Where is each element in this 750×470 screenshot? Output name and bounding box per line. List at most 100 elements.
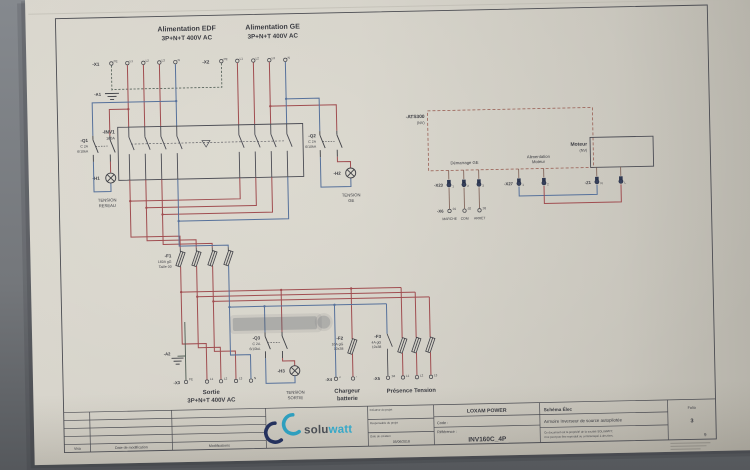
code-label: Code : [437, 421, 448, 425]
h1-caption2: RESEAU [99, 203, 116, 208]
h3-return-wire [265, 358, 296, 384]
rev-header-visa: Visa [74, 447, 81, 451]
h1-caption1: TENSION [98, 197, 117, 202]
genset-start-wires [448, 187, 480, 209]
h1-return-wire [92, 161, 112, 193]
q1-rating: C 2A [80, 144, 89, 148]
terminal-x2 [219, 57, 288, 64]
charger-caption1: Chargeur [334, 388, 361, 395]
doc-type: Schéma Élec [544, 405, 573, 413]
x2-pin-n: N [288, 56, 290, 60]
x3-pin-l3: L3 [239, 376, 243, 380]
soluwatt-logo: soluwatt [264, 412, 352, 444]
phase-junction-dots [127, 104, 353, 303]
ground-a1-label: -A1 [94, 92, 102, 97]
x6-label: -X6 [437, 209, 444, 214]
x27-pin-1: 1 [522, 183, 524, 187]
x2-pin-pe: PE [224, 57, 228, 61]
x2-label: -X2 [202, 59, 210, 64]
paper-sheet: Alimentation EDF 3P+N+T 400V AC Alimenta… [17, 0, 750, 470]
logo-swirl-teal [281, 412, 301, 436]
f3-label: -F3 [374, 334, 381, 339]
edf-neutral-wires [91, 64, 178, 136]
x1-pin-l2: L2 [146, 59, 150, 63]
rev-header-date: Date de modification [115, 445, 148, 450]
ge-phase-wires [236, 62, 338, 131]
field-creator-label: Créateur du projet [370, 407, 393, 411]
lamp-h2-icon [345, 167, 357, 179]
x3-pin-l2: L2 [224, 377, 228, 381]
motor-sublabel: (NV) [579, 149, 588, 153]
q3-breaking: 6/10kA [249, 347, 261, 351]
ats-zone-start: Démarrage GE [450, 160, 478, 166]
inv1-label: -INV1 [102, 129, 115, 135]
x4-label: -X4 [325, 377, 332, 382]
h2-caption1: TENSION [342, 192, 361, 197]
output-subtitle: 3P+N+T 400V AC [187, 397, 236, 404]
x4-pin-minus: - [356, 375, 358, 379]
field-creation-date-label: Date de création [370, 434, 391, 438]
field-creation-date-value: 05/06/2018 [393, 440, 410, 444]
inv1-rating: 160A [106, 136, 115, 140]
x6-caption-arret: ARRET [474, 216, 486, 220]
h1-label: -H1 [92, 176, 100, 181]
reference-value: INV160C_4P [468, 436, 507, 444]
f3-size: 10x38 [372, 345, 382, 349]
rev-header-modifications: Modifications [209, 444, 230, 448]
x23-pin-3: 3 [482, 184, 484, 188]
x2-pin-l3: L3 [272, 56, 276, 60]
x1-pin-n: N [178, 58, 180, 62]
h3-caption2: SORTIE [288, 395, 304, 400]
terminal-x3 [183, 378, 254, 385]
x1-label: -X1 [92, 62, 100, 67]
x2-pin-l1: L1 [240, 57, 244, 61]
title-block [63, 398, 716, 453]
x6-pin-03: :03 [482, 206, 487, 210]
f1-label: -F1 [165, 253, 172, 258]
ats300-sublabel: (NV) [417, 121, 426, 125]
changeover-output-phase-wires [129, 177, 274, 249]
x6-pin-02: :02 [467, 206, 472, 210]
f2-label: -F2 [336, 336, 343, 341]
folio-number: 3 [690, 418, 693, 424]
x5-pin-l3: L3 [434, 373, 438, 377]
h3-label: -H3 [278, 368, 286, 373]
x5-label: -X5 [373, 376, 380, 381]
drawing-frame [54, 4, 717, 454]
breaker-q1-icon [92, 135, 116, 162]
paper-crease [28, 0, 750, 15]
ats-zone-motor2: Moteur [532, 159, 546, 164]
x27-label: -X27 [504, 181, 514, 186]
fuse-f3-icon [386, 333, 436, 376]
x5-pin-l2: L2 [420, 374, 424, 378]
x4-pin-plus: + [339, 375, 341, 379]
edf-title: Alimentation EDF [157, 25, 216, 33]
motor-terminal-stubs [596, 166, 622, 177]
presence-caption: Présence Tension [387, 388, 437, 395]
x23-pin-2: 2 [467, 184, 469, 188]
x3-label: -X3 [173, 380, 180, 385]
doc-disclaimer-line2: il ne peut pas être reproduit ou communi… [544, 434, 613, 439]
q3-rating: C 2A [252, 342, 261, 346]
h2-caption2: GE [348, 198, 354, 203]
terminal-x4 [333, 376, 356, 381]
neutral-junction-dots [174, 97, 336, 309]
terminal-x6 [447, 208, 482, 213]
inv1-poles [128, 123, 293, 181]
x3-pin-pe: PE [189, 377, 193, 381]
paper-bottom-shade [24, 0, 750, 466]
ats-terminal-stubs [448, 168, 545, 180]
edf-subtitle: 3P+N+T 400V AC [162, 34, 213, 42]
lamp-h1-icon [105, 172, 117, 184]
ge-neutral-wires [284, 61, 321, 132]
ge-subtitle: 3P+N+T 400V AC [247, 33, 298, 41]
terminal-x23 [446, 179, 482, 188]
f2-rating: 16A gG [332, 342, 344, 346]
z1-label: -Z1 [585, 180, 592, 185]
doc-title: Armoire Inverseur de source autopilotée [544, 417, 623, 424]
doc-disclaimer-line1: Ce document est la propriété de la socié… [544, 429, 613, 434]
q2-rating: C 2A [308, 140, 317, 144]
x23-pin-1: 1 [452, 184, 454, 188]
